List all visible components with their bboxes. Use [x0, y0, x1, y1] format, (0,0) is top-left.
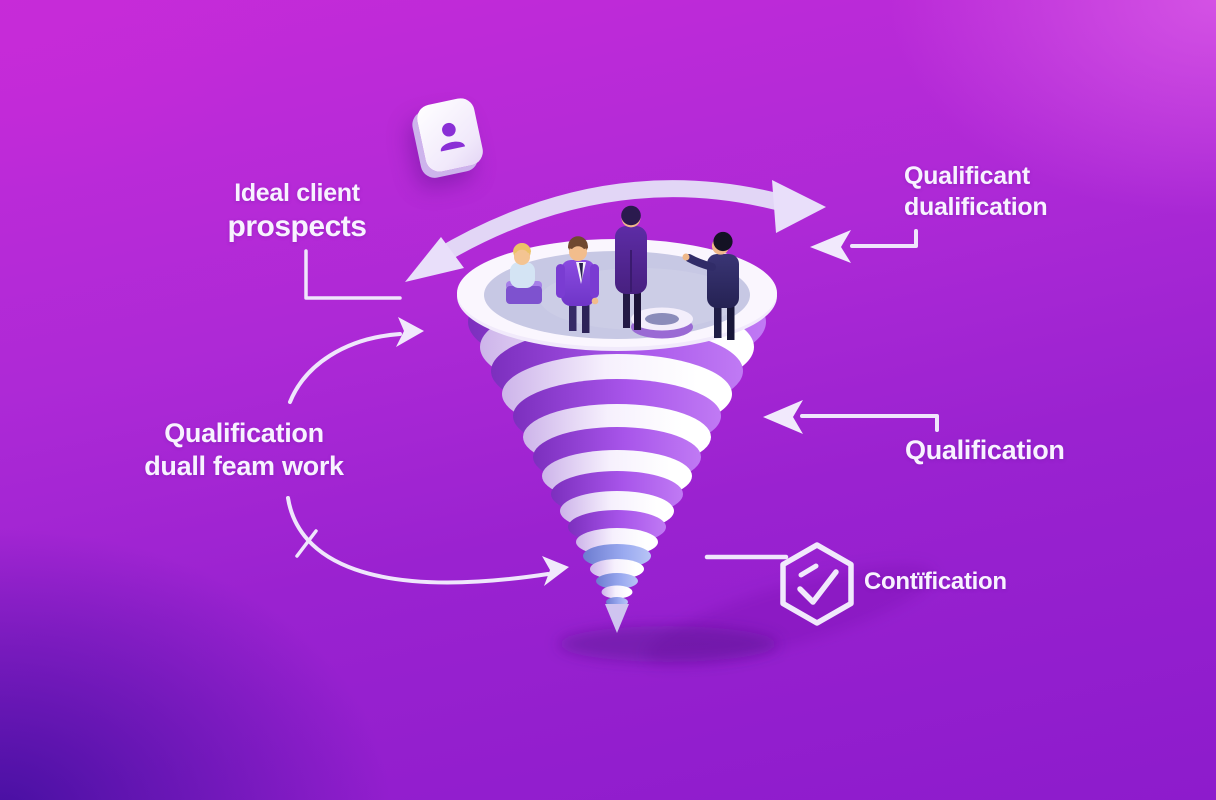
qualification-arrow-shaft: [800, 414, 939, 432]
people-group: [506, 205, 739, 340]
label-ideal-client-prospects: Ideal client prospects: [183, 178, 411, 245]
qualificant-arrow-shaft: [850, 229, 918, 248]
person-purple-suit: [556, 236, 599, 333]
label-line: Qualificant: [904, 162, 1030, 190]
cycle-arc-arrow: [405, 180, 826, 282]
label-contification: Contïfication: [864, 567, 1094, 596]
label-line: prospects: [227, 209, 367, 243]
funnel-shadow: [558, 564, 935, 666]
curve-down-arrowhead: [542, 556, 569, 586]
label-line: Qualification: [164, 418, 324, 448]
person-coat: [615, 205, 647, 330]
qualificant-left-arrowhead: [810, 230, 851, 263]
funnel-tip: [605, 604, 629, 633]
person-navy-suit: [682, 231, 739, 340]
connectors: [286, 229, 939, 585]
qualification-left-arrowhead: [763, 400, 803, 434]
label-line: Contïfication: [864, 568, 1007, 595]
avatar-card: [414, 95, 486, 175]
label-line: Ideal client: [234, 179, 360, 207]
curve-down-arrow-shaft: [286, 496, 550, 585]
label-qualification: Qualification: [905, 434, 1135, 467]
label-line: duall feam work: [144, 450, 344, 481]
label-qualification-team-work: Qualification duall feam work: [118, 417, 370, 483]
arrowheads: [396, 230, 851, 586]
donut-object: [631, 307, 693, 339]
curve-tick-mark: [295, 529, 318, 558]
label-qualificant-dualification: Qualificant dualification: [904, 161, 1134, 222]
person-seated: [506, 243, 542, 304]
curve-up-arrow-shaft: [288, 332, 402, 404]
hexagon-check-icon: [780, 542, 854, 626]
person-silhouette-icon: [440, 122, 466, 152]
label-line: Qualification: [905, 435, 1065, 465]
label-line: dualification: [904, 192, 1048, 221]
ideal-client-connector: [304, 249, 402, 300]
curve-up-arrowhead: [396, 317, 424, 347]
